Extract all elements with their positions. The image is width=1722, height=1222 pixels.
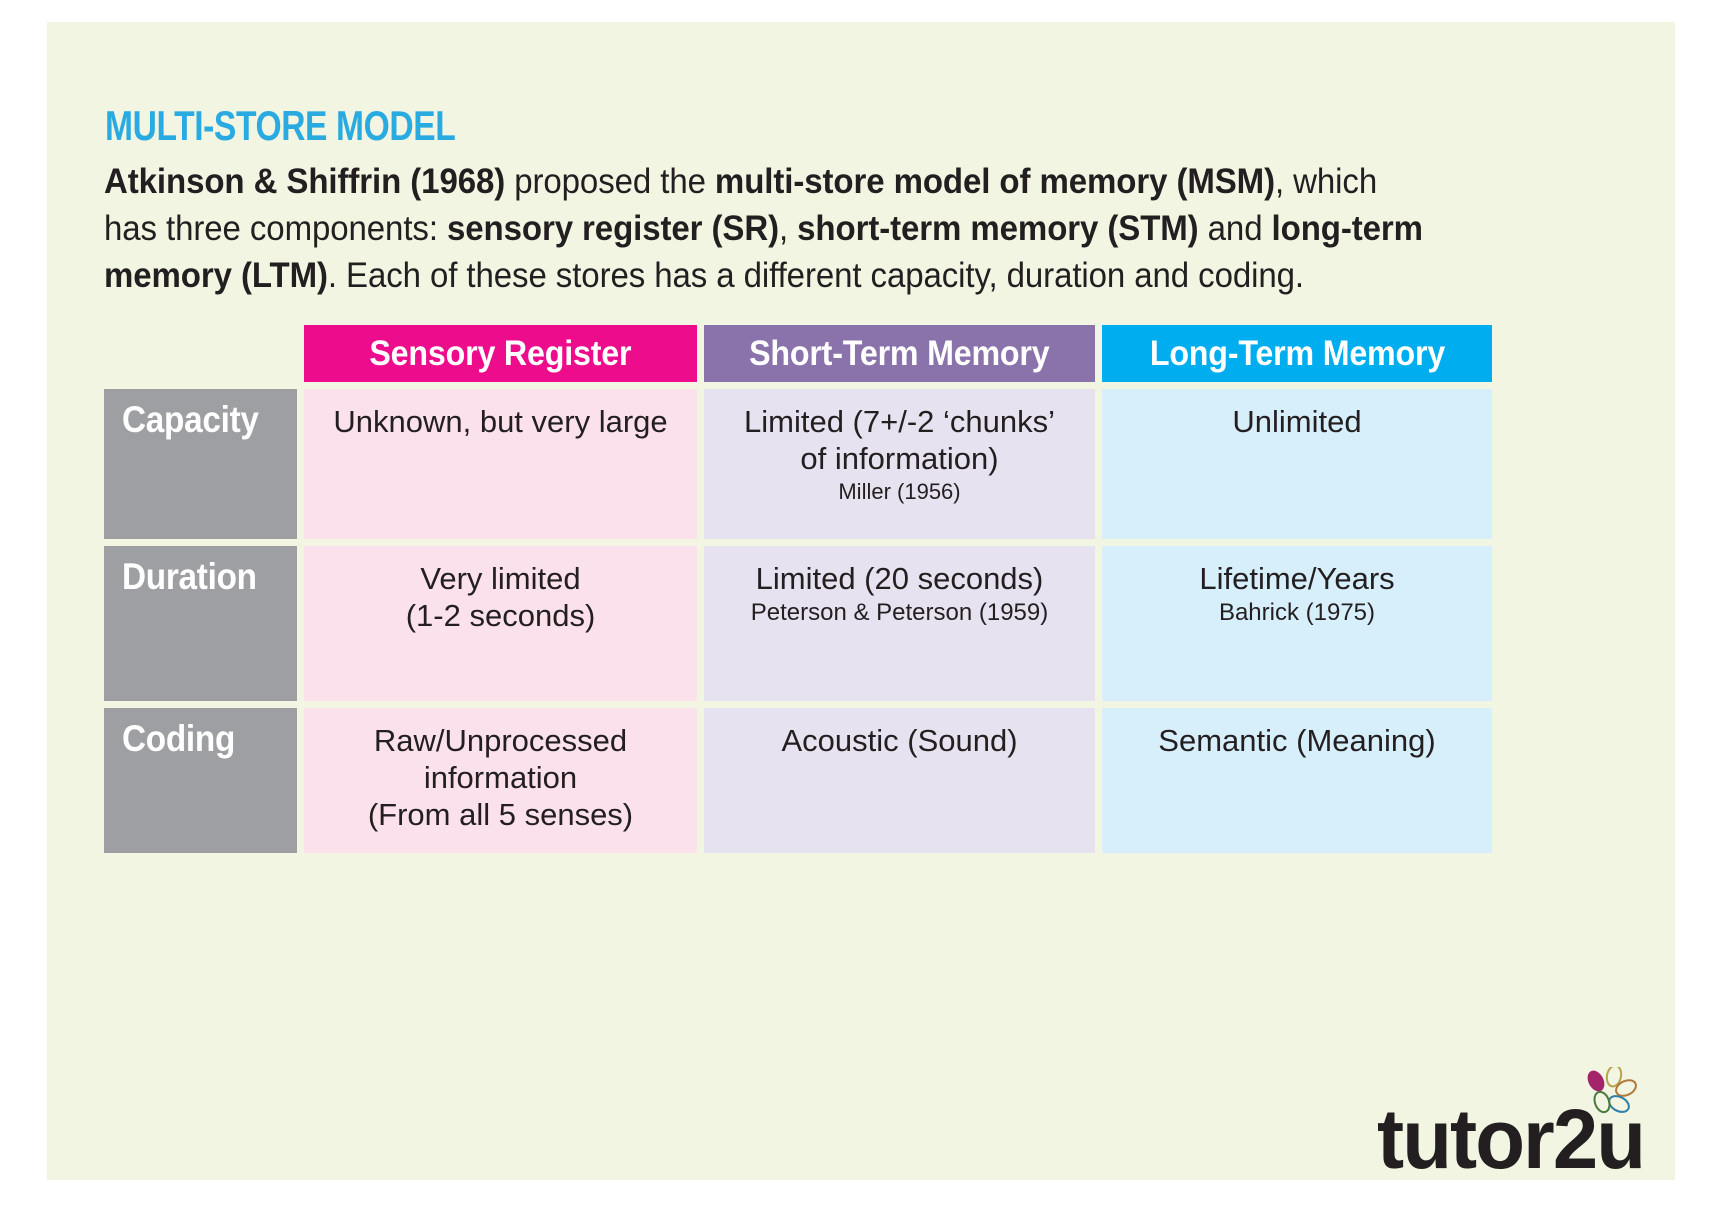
cell-capacity-sensory-register: Unknown, but very large	[304, 389, 697, 539]
corner-spacer	[104, 325, 297, 382]
column-header-label: Long-Term Memory	[1149, 333, 1445, 373]
column-header-short-term-memory: Short-Term Memory	[704, 325, 1095, 382]
cell-line: (From all 5 senses)	[367, 797, 634, 832]
row-label-capacity: Capacity	[104, 389, 297, 539]
cell-line: Limited (20 seconds)	[755, 561, 1044, 596]
intro-emphasis: multi-store model of memory (MSM)	[714, 161, 1276, 201]
cell-citation: Peterson & Peterson (1959)	[750, 599, 1049, 626]
table-row: Duration Very limited(1-2 seconds) Limit…	[104, 546, 1529, 701]
intro-text: proposed the	[505, 161, 715, 201]
column-header-label: Short-Term Memory	[749, 333, 1050, 373]
tutor2u-logo: tutor2u	[1377, 1067, 1646, 1187]
table-row: Capacity Unknown, but very large Limited…	[104, 389, 1529, 539]
intro-emphasis: sensory register (SR)	[446, 208, 779, 248]
cell-line: Unlimited	[1232, 404, 1362, 439]
intro-emphasis: short-term memory (STM)	[797, 208, 1199, 248]
intro-text: , which has three components:	[104, 161, 1378, 248]
intro-emphasis: long-term memory (LTM)	[104, 208, 1423, 295]
cell-line: Limited (7+/-2 ‘chunks’	[744, 404, 1055, 439]
cell-coding-long-term-memory: Semantic (Meaning)	[1102, 708, 1492, 853]
flower-icon	[1587, 1067, 1637, 1114]
cell-citation: Miller (1956)	[838, 479, 961, 504]
cell-line: Acoustic (Sound)	[781, 723, 1018, 758]
page-title: MULTI-STORE MODEL	[105, 102, 456, 149]
column-header-label: Sensory Register	[369, 333, 632, 373]
intro-text: and	[1198, 208, 1272, 248]
cell-line: (1-2 seconds)	[405, 598, 596, 633]
column-header-sensory-register: Sensory Register	[304, 325, 697, 382]
infographic-card: MULTI-STORE MODEL Atkinson & Shiffrin (1…	[47, 22, 1675, 1181]
cell-line: Very limited	[420, 561, 581, 596]
row-label-text: Coding	[122, 718, 236, 759]
cell-duration-sensory-register: Very limited(1-2 seconds)	[304, 546, 697, 701]
cell-coding-short-term-memory: Acoustic (Sound)	[704, 708, 1095, 853]
row-label-coding: Coding	[104, 708, 297, 853]
comparison-table: Sensory Register Short-Term Memory Long-…	[104, 325, 1529, 860]
cell-capacity-short-term-memory: Limited (7+/-2 ‘chunks’of information) Mi…	[704, 389, 1095, 539]
column-header-long-term-memory: Long-Term Memory	[1102, 325, 1492, 382]
cell-capacity-long-term-memory: Unlimited	[1102, 389, 1492, 539]
cell-duration-short-term-memory: Limited (20 seconds) Peterson & Peterson …	[704, 546, 1095, 701]
cell-line: of information)	[800, 441, 999, 476]
cell-line: Semantic (Meaning)	[1158, 723, 1436, 758]
cell-line: information	[423, 760, 578, 795]
intro-emphasis: Atkinson & Shiffrin (1968)	[104, 161, 506, 201]
cell-line: Raw/Unprocessed	[373, 723, 628, 758]
intro-text: . Each of these stores has a different c…	[327, 255, 1304, 295]
cell-line: Lifetime/Years	[1199, 561, 1395, 596]
intro-paragraph: Atkinson & Shiffrin (1968) proposed the …	[104, 158, 1434, 299]
intro-text: ,	[778, 208, 798, 248]
cell-line: Unknown, but very large	[333, 404, 668, 439]
row-label-duration: Duration	[104, 546, 297, 701]
table-header-row: Sensory Register Short-Term Memory Long-…	[104, 325, 1529, 382]
row-label-text: Capacity	[122, 399, 259, 440]
row-label-text: Duration	[122, 556, 257, 597]
cell-citation: Bahrick (1975)	[1218, 599, 1376, 626]
